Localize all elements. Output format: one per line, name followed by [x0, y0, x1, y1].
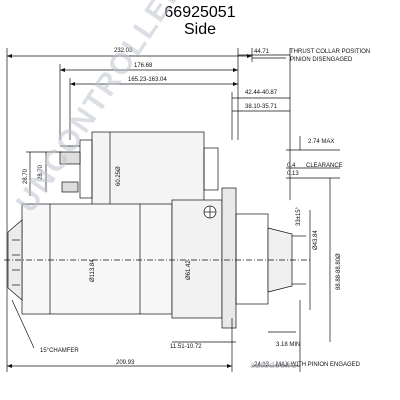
collar-dim-1-label: 42.44-40.87: [245, 90, 278, 96]
solenoid-terminal-top: [59, 151, 81, 165]
body-length-label: 209.93: [116, 360, 135, 366]
view-title: Side: [183, 21, 217, 38]
watermark-site: autodoc.ru: [250, 360, 297, 370]
body-diameter-label: Ø113.84: [90, 259, 96, 282]
thrust-collar-note-2: PINION DISENGAGED: [290, 57, 353, 63]
thrust-collar-dim-label: 44.71: [254, 49, 270, 55]
motor-body: [21, 203, 173, 315]
pilot-diameter-label: 88.88-88.80Ø: [336, 253, 342, 290]
nose-diameter-label: Ø61.42: [186, 260, 192, 280]
thrust-collar-note-1: THRUST COLLAR POSITION: [290, 49, 371, 55]
clearance-value-label: 0.4: [287, 163, 296, 169]
rear-chamfer-label: 15°CHAMFER: [40, 348, 79, 354]
clearance-note: CLEARANCE: [306, 163, 343, 169]
flange-rear-label: 176.68: [134, 63, 153, 69]
solenoid-terminal-bottom: [61, 181, 79, 193]
solenoid-body: [91, 131, 205, 207]
drive-end-housing: [171, 199, 223, 319]
flange-diameter-label: Ø43.84: [313, 230, 319, 250]
collar-dim-2-label: 38.10-35.71: [245, 104, 278, 110]
flange-solenoid-label: 165.23-163.04: [128, 77, 167, 83]
pinion-tip-label: 2.74 MAX: [308, 139, 335, 145]
nose-gap-label: 3.18 MIN: [276, 342, 301, 348]
part-number-title: 66925051: [164, 4, 236, 21]
clearance-min-label: 0.13: [287, 171, 299, 177]
overall-length-label: 232.03: [114, 48, 133, 54]
mounting-flange: [221, 187, 237, 329]
pinion-engaged-note: MAX WITH PINION ENGAGED: [276, 362, 361, 368]
chamfer-leader: [11, 299, 35, 349]
pinion-angle-label: 33±15°: [296, 206, 302, 226]
nose-length-label: 11.51-10.72: [170, 344, 202, 350]
pinion-engaged-label: 24.13: [254, 362, 270, 368]
solenoid-diameter-label: 60.25Ø: [116, 166, 122, 186]
